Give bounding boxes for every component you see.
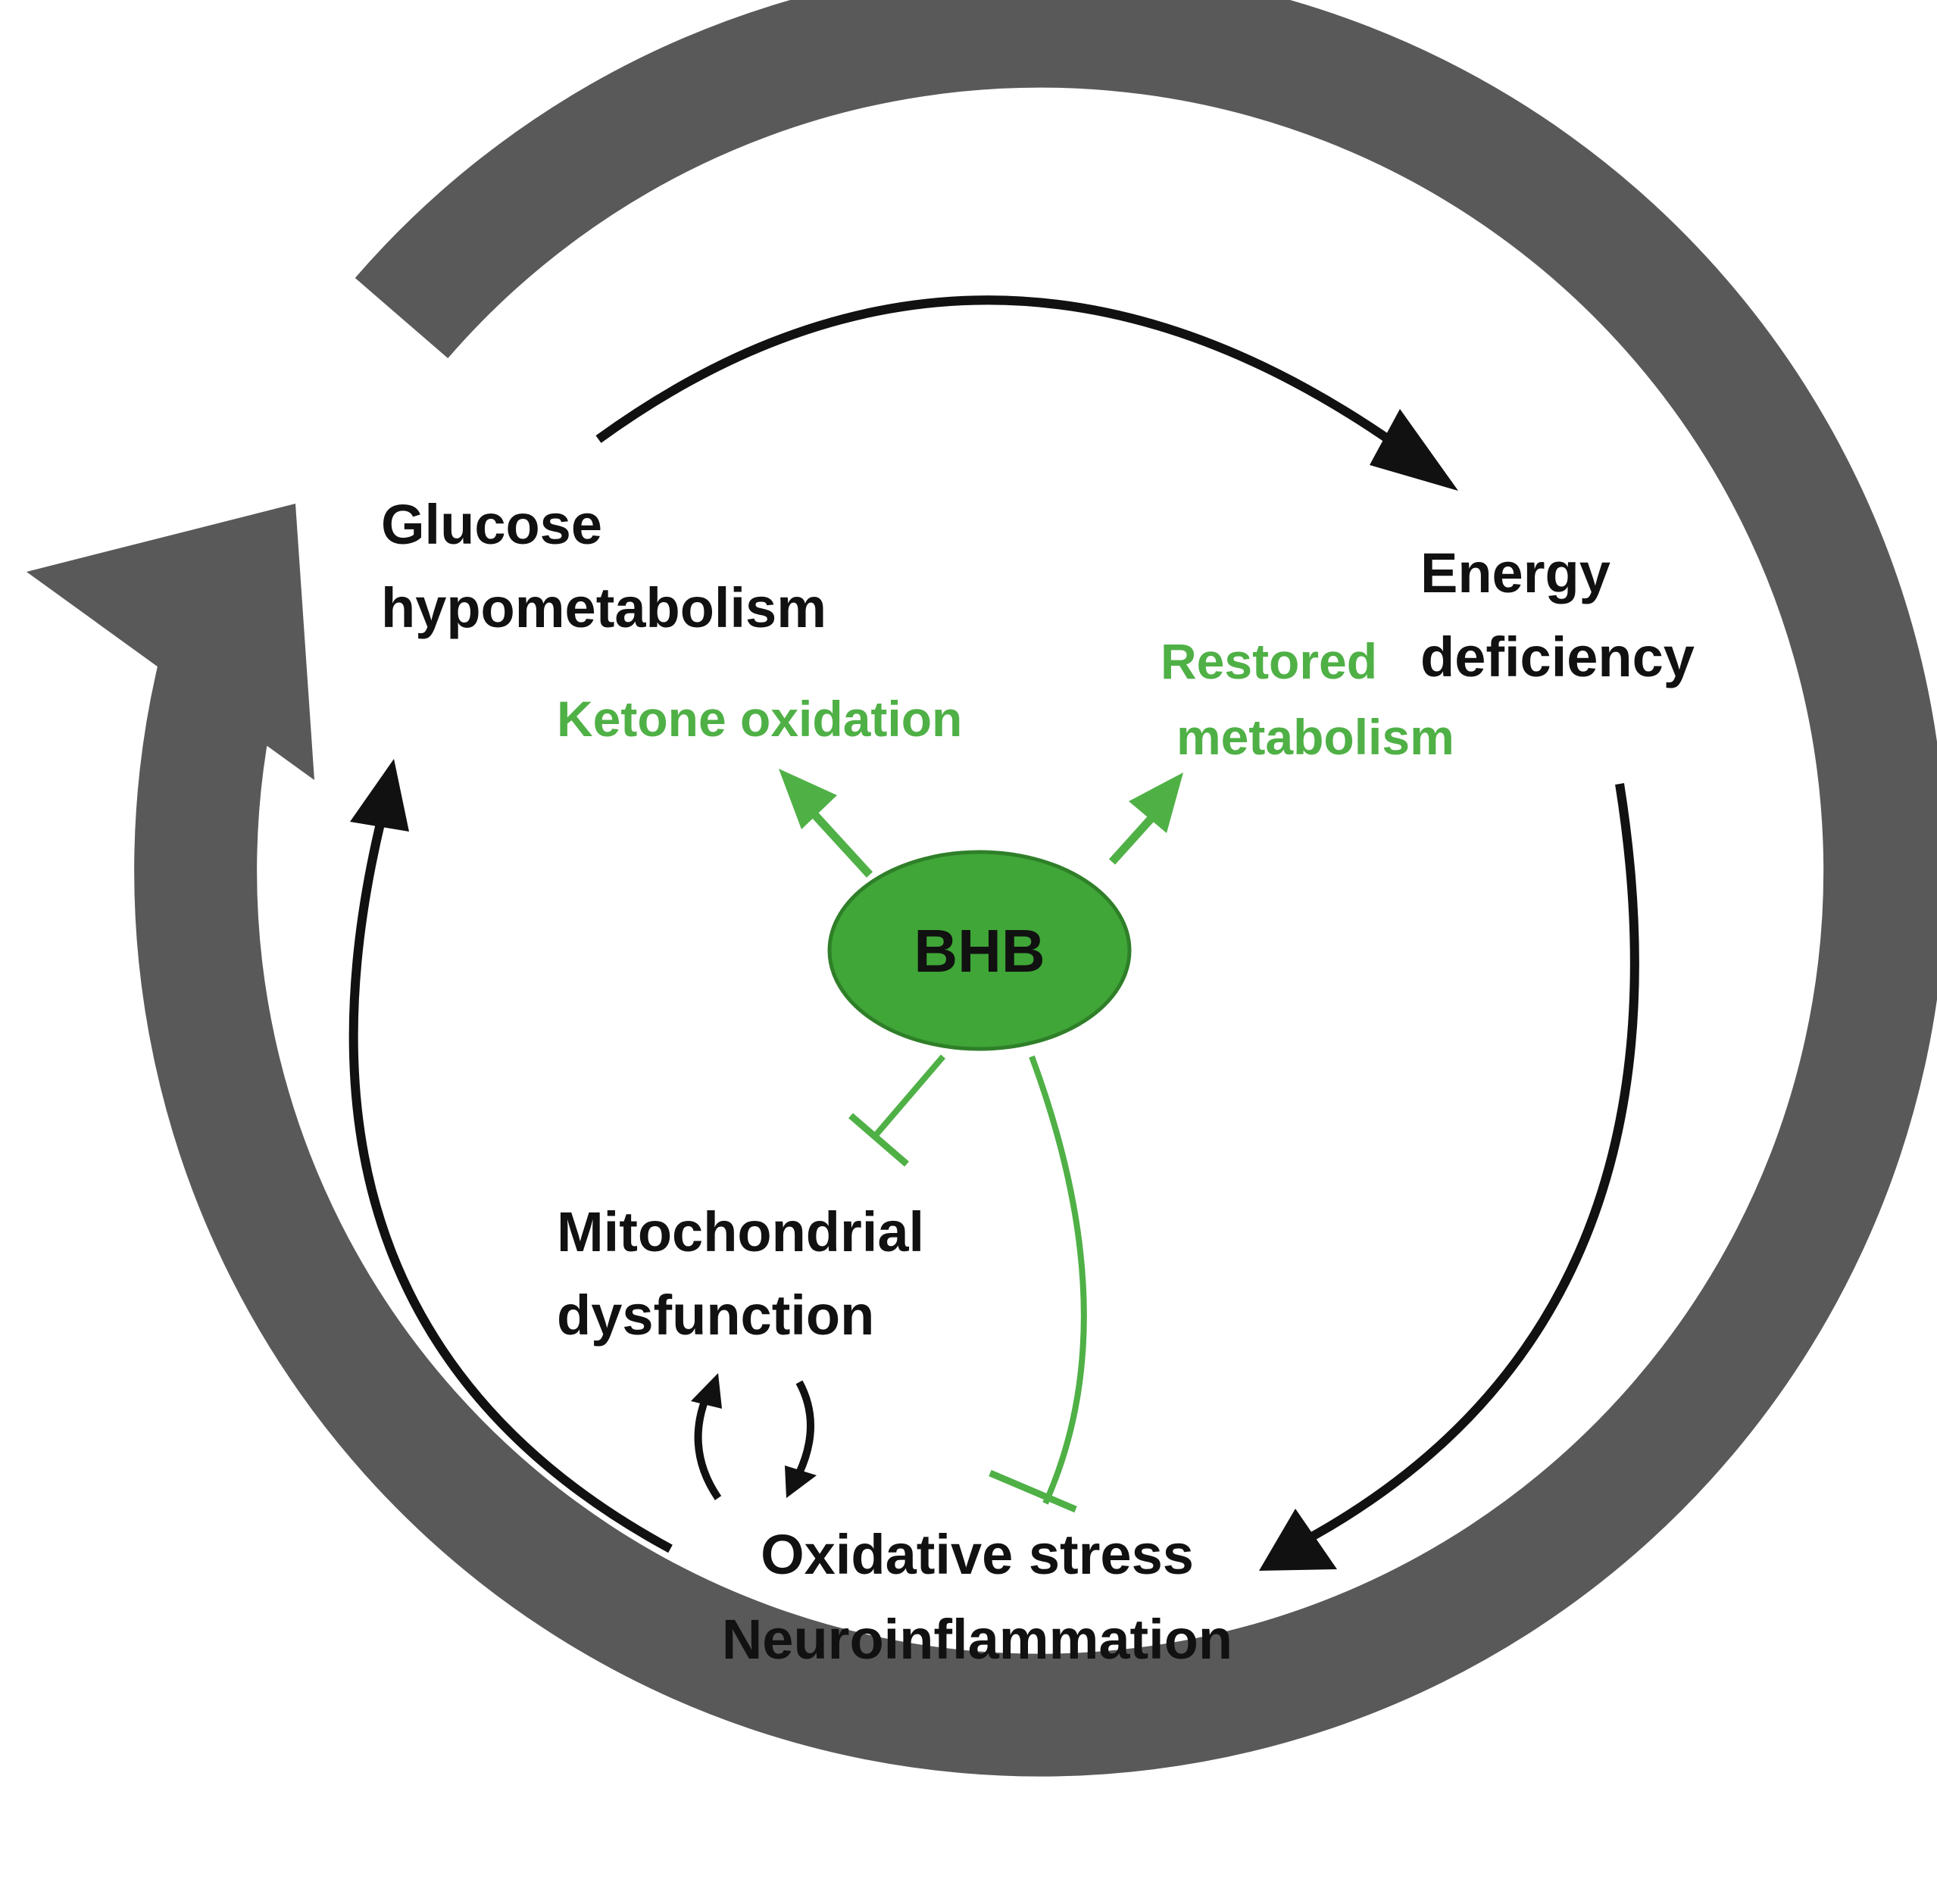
arrow-oxidative-to-glucose [348,813,673,1553]
inhibit-bhb-mitochondrial-bar [848,1113,909,1167]
restored-label-line2: metabolism [1176,709,1454,765]
arrow-energy-to-oxidative [1308,783,1639,1542]
energy-label-line2: deficiency [1420,626,1695,688]
restored-label-line1: Restored [1161,633,1377,689]
inhibit-bhb-oxidative-bar [989,1469,1077,1513]
inhibit-bhb-mitochondrial [872,1054,946,1138]
small-arrow-up [694,1396,722,1500]
ring-title: Neurodegeneration [558,336,1412,565]
glucose-label-line1: Glucose [381,493,602,556]
svg-text:Neurodegeneration: Neurodegeneration [558,336,1412,565]
ketone-oxidation-label: Ketone oxidation [557,691,962,747]
mitochondrial-label-line1: Mitochondrial [557,1200,924,1263]
outer-cycle-arrowhead [27,504,314,780]
glucose-label-line2: hypometabolism [381,576,826,639]
bhb-ellipse [827,850,1132,1051]
energy-label-line1: Energy [1420,542,1611,604]
arrow-glucose-to-energy-head [1370,409,1458,491]
arrow-bhb-to-ketone-head [779,769,837,829]
arrow-glucose-to-energy [595,295,1397,447]
oxidative-label-line1: Oxidative stress [761,1523,1194,1586]
oxidative-label-line2: Neuroinflammation [722,1608,1232,1671]
small-arrow-down [795,1380,814,1475]
bhb-label: BHB [914,917,1045,985]
arrow-oxidative-to-glucose-head [350,759,409,832]
arrow-bhb-to-restored [1108,813,1157,865]
outer-cycle-arc [134,0,1937,1777]
inhibit-bhb-oxidative [1029,1055,1087,1505]
small-arrow-up-head [691,1373,722,1409]
mitochondrial-label-line2: dysfunction [557,1284,874,1347]
small-arrow-down-head [785,1465,817,1498]
arrow-bhb-to-restored-head [1129,773,1183,833]
arrow-bhb-to-ketone [808,809,873,878]
arrow-energy-to-oxidative-head [1259,1509,1337,1571]
